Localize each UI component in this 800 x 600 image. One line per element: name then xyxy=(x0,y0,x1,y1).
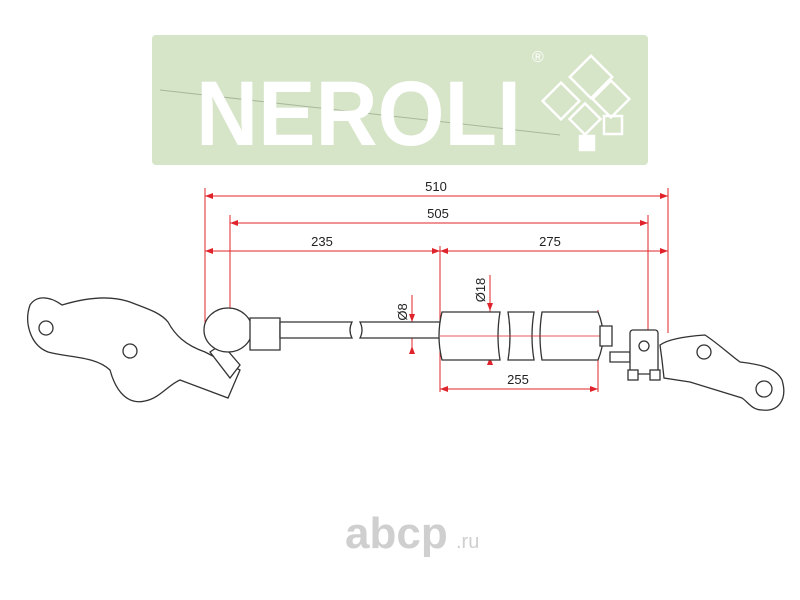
diamond-emblem-icon xyxy=(540,54,632,152)
dim-body-section: 275 xyxy=(539,234,561,249)
left-bracket xyxy=(27,297,241,403)
watermark-name: abcp xyxy=(345,509,448,558)
watermark: abcp .ru xyxy=(345,509,479,558)
registered-mark: ® xyxy=(532,49,544,66)
dim-rod-diameter: Ø8 xyxy=(395,303,410,320)
dim-mount-length: 505 xyxy=(427,206,449,221)
dim-rod-section: 235 xyxy=(311,234,333,249)
dim-cylinder-length: 255 xyxy=(507,372,529,387)
watermark-suffix: .ru xyxy=(456,531,479,553)
dim-overall-length: 510 xyxy=(425,179,447,194)
brand-name: NEROLI xyxy=(196,63,521,165)
cylinder-end-fitting xyxy=(599,325,661,381)
logo-swoosh xyxy=(159,89,561,136)
right-bracket xyxy=(659,334,785,411)
dimension-arrows xyxy=(205,193,668,392)
logo-panel xyxy=(152,35,648,165)
brand-logo: NEROLI ® xyxy=(152,35,648,165)
dim-body-diameter: Ø18 xyxy=(473,278,488,303)
cylinder-body xyxy=(438,311,604,361)
rod-end-fitting xyxy=(203,307,281,353)
piston-rod xyxy=(279,321,441,339)
